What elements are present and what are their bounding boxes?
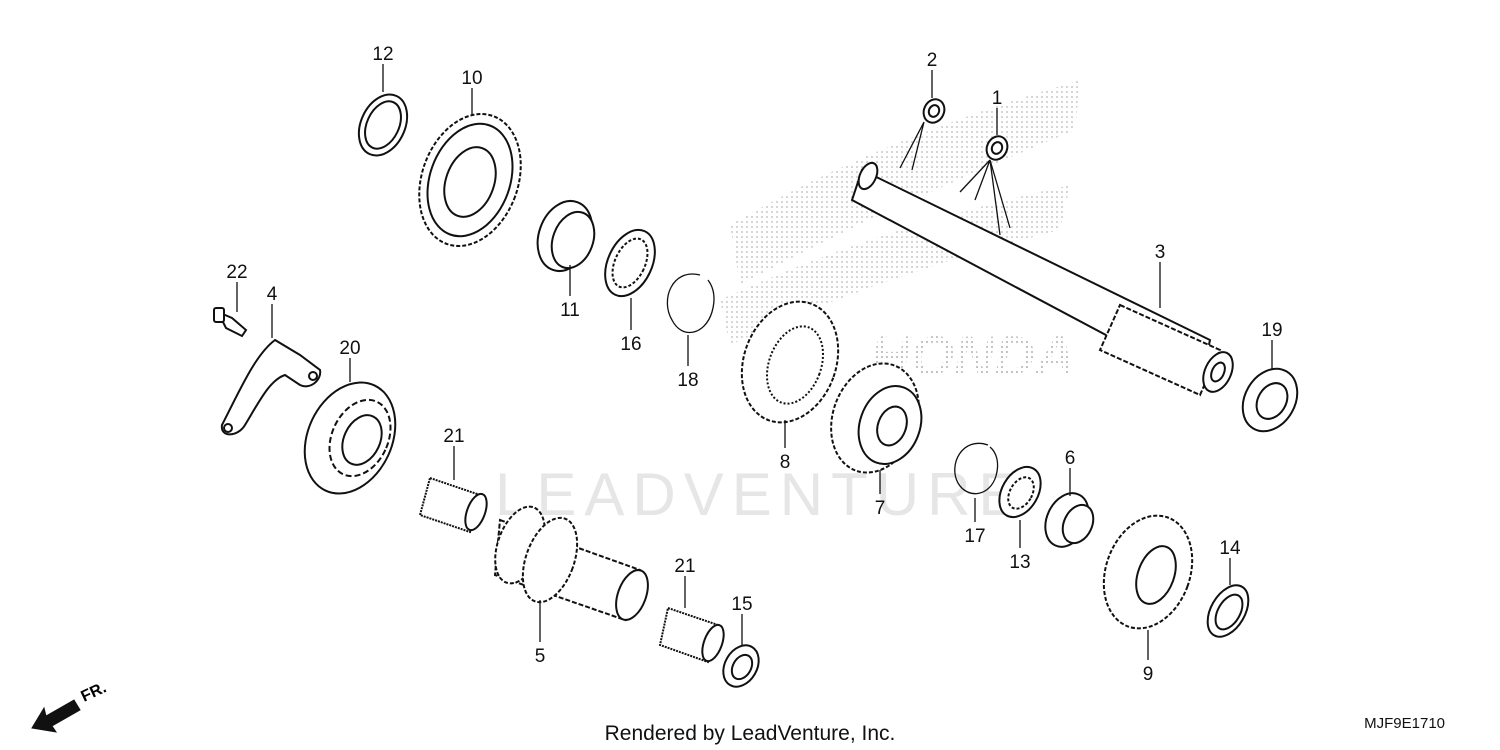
label-part-3: 3 [1155,242,1166,263]
label-part-17: 17 [964,526,985,547]
part-1-needle [985,135,1009,161]
label-part-13: 13 [1009,552,1030,573]
part-20-bearing [303,381,397,495]
label-part-22: 22 [226,262,247,283]
label-part-2: 2 [927,50,938,71]
part-13-washer [998,465,1042,519]
front-direction-label: FR. [79,679,110,705]
label-part-12: 12 [372,44,393,65]
label-part-18: 18 [677,370,698,391]
part-7-gear [830,362,923,474]
part-10-gear [418,113,522,247]
part-11-bushing [536,200,596,272]
label-part-15: 15 [731,594,752,615]
part-3-mainshaft [850,161,1234,397]
part-12-ring [357,93,409,157]
part-18-snap-ring [666,273,715,334]
label-part-4: 4 [267,284,278,305]
part-21-needle-bearing-lower [658,606,725,664]
label-part-20: 20 [339,338,360,359]
part-14-washer [1206,584,1250,638]
label-part-9: 9 [1143,664,1154,685]
label-part-19: 19 [1261,320,1282,341]
label-part-6: 6 [1065,448,1076,469]
part-19-bearing [1241,367,1299,433]
label-part-5: 5 [535,646,546,667]
label-part-7: 7 [875,498,886,519]
label-part-16: 16 [620,334,641,355]
leader-lines [236,64,1273,660]
diagram-code: MJF9E1710 [1364,715,1445,732]
part-22-bolt [213,307,248,338]
company-watermark: LEADVENTURE [495,461,1026,528]
label-part-11: 11 [560,300,580,321]
part-16-washer [604,228,656,298]
part-8-gear [740,300,840,424]
front-direction-arrow: FR. [31,679,110,733]
part-2-needle [922,98,946,124]
part-6-bushing [1044,492,1095,548]
part-5-gear-cluster [493,505,649,622]
label-part-10: 10 [461,68,482,89]
part-21-needle-bearing-upper [418,476,488,534]
part-4-bracket [220,338,322,436]
part-9-gear [1102,514,1194,630]
label-part-1: 1 [992,88,1003,109]
label-part-21-lower: 21 [674,556,695,577]
part-15-washer [722,644,760,688]
label-part-14: 14 [1219,538,1241,559]
footer-credit: Rendered by LeadVenture, Inc. [605,722,896,745]
label-part-8: 8 [780,452,791,473]
label-part-21-upper: 21 [443,426,464,447]
part-17-snap-ring [954,442,999,495]
